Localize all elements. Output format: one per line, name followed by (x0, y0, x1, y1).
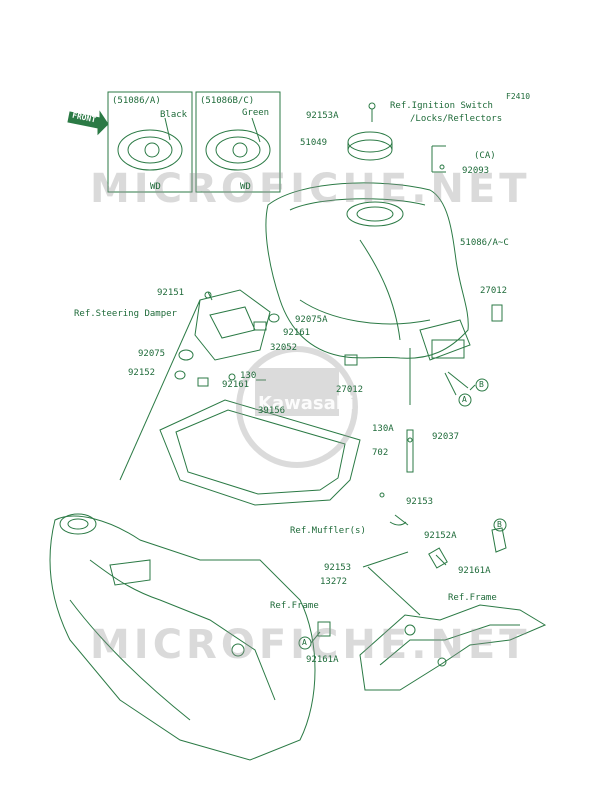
part-label: Ref.Frame (270, 601, 319, 611)
part-label: 702 (372, 448, 389, 458)
inset-left-color: Black (160, 110, 188, 120)
callout-b: B (497, 520, 502, 529)
part-label: 92075A (295, 315, 328, 325)
part-label: 92037 (432, 432, 460, 442)
part-label: 92153 (406, 497, 434, 507)
front-arrow-icon (67, 110, 109, 136)
part-label: 51049 (300, 138, 328, 148)
part-label: 130 (240, 371, 257, 381)
part-label: Ref.Frame (448, 593, 497, 603)
part-label: 27012 (480, 286, 508, 296)
inset-right-title: (51086B/C) (200, 96, 255, 106)
watermark-top: MICROFICHE.NET (90, 166, 531, 212)
part-label: 92161 (283, 328, 311, 338)
part-label: Ref.Muffler(s) (290, 526, 366, 536)
part-label: 92161 (222, 380, 250, 390)
part-label: 92152A (424, 531, 457, 541)
kawasaki-logo (236, 346, 358, 468)
part-label: Ref.Ignition Switch (390, 101, 493, 111)
part-label: 13272 (320, 577, 348, 587)
part-label: Ref.Steering Damper (74, 309, 177, 319)
part-label: 92093 (462, 166, 490, 176)
part-label: 39156 (258, 406, 286, 416)
watermark-bottom: MICROFICHE.NET (90, 622, 531, 668)
inset-right-color: Green (242, 108, 270, 118)
part-label: 92153 (324, 563, 352, 573)
inset-left-code: WD (150, 182, 161, 192)
callout-a: A (302, 638, 307, 647)
part-label: (CA) (474, 151, 496, 161)
callout-b: B (479, 380, 484, 389)
figure-code: F2410 (506, 92, 531, 101)
part-label: 92151 (157, 288, 185, 298)
part-label: 92153A (306, 111, 339, 121)
inset-left-title: (51086/A) (112, 96, 161, 106)
callout-a: A (462, 395, 467, 404)
part-label: 51086/A~C (460, 238, 509, 248)
part-label: 32052 (270, 343, 298, 353)
part-label: 130A (372, 424, 394, 434)
inset-right-code: WD (240, 182, 251, 192)
part-label: 27012 (336, 385, 364, 395)
part-label: /Locks/Reflectors (410, 114, 503, 124)
part-label: 92075 (138, 349, 166, 359)
part-label: 92161A (458, 566, 491, 576)
part-label: 92161A (306, 655, 339, 665)
part-label: 92152 (128, 368, 156, 378)
brand-logo-text: Kawasaki (258, 393, 354, 414)
